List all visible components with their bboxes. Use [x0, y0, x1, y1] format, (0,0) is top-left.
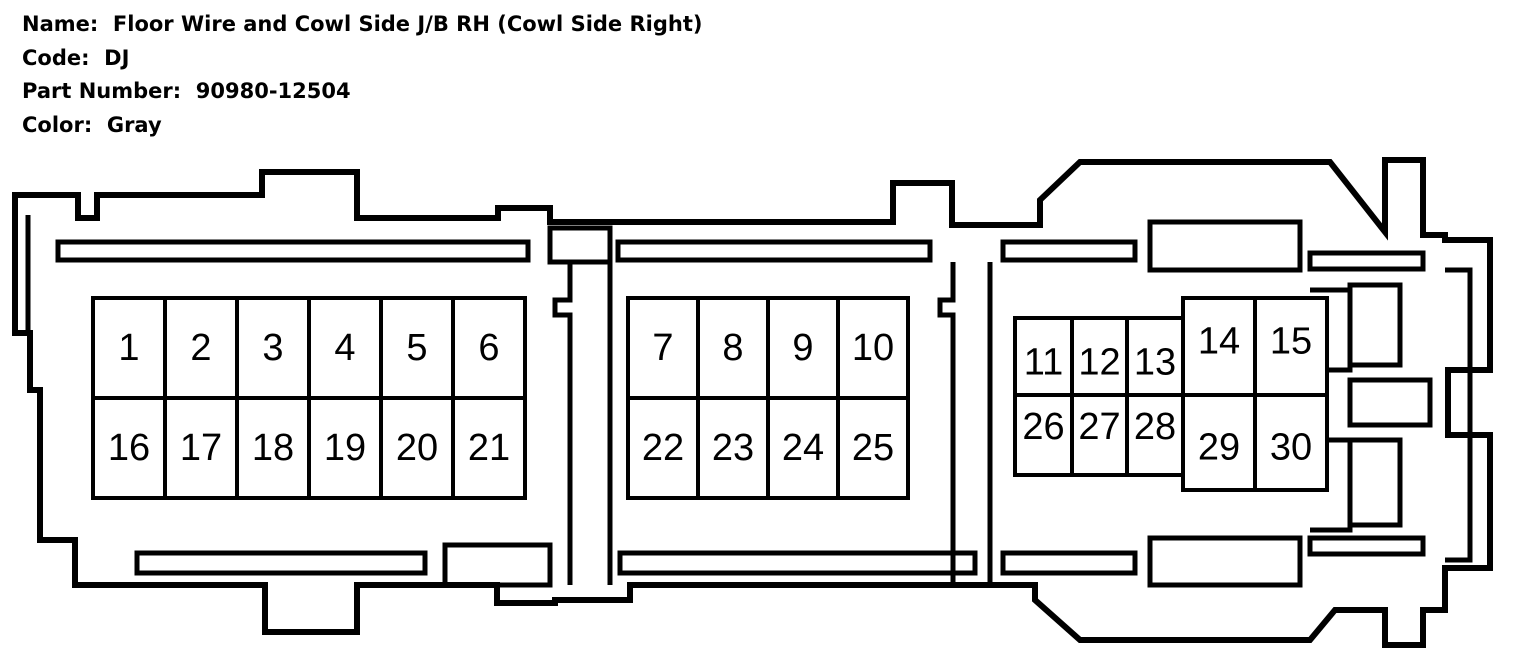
pin-number: 11	[1024, 342, 1063, 384]
rail-bottom-middle	[617, 550, 978, 576]
pin-number: 13	[1134, 342, 1176, 384]
pin-cavity-22: 22	[626, 396, 700, 500]
pin-cavity-23: 23	[696, 396, 770, 500]
pin-number: 20	[396, 427, 438, 469]
pin-cavity-13: 13	[1125, 316, 1185, 397]
pin-cavity-19: 19	[307, 396, 383, 500]
pin-number: 19	[324, 427, 366, 469]
pin-number: 4	[334, 327, 355, 369]
pin-cavity-11: 11	[1013, 316, 1074, 397]
pin-cavity-9: 9	[766, 296, 840, 400]
connector-info: Name: Floor Wire and Cowl Side J/B RH (C…	[22, 8, 702, 142]
name-row: Name: Floor Wire and Cowl Side J/B RH (C…	[22, 8, 702, 42]
pin-box	[836, 296, 910, 400]
pin-cavity-5: 5	[379, 296, 455, 400]
pin-cavity-7: 7	[626, 296, 700, 400]
pin-cavity-28: 28	[1125, 393, 1185, 477]
pin-number: 7	[652, 327, 673, 369]
name-label: Name:	[22, 12, 99, 36]
rail-bottom-left	[134, 550, 428, 576]
pin-box	[1125, 393, 1185, 477]
pin-number: 1	[118, 327, 139, 369]
pin-number: 8	[722, 327, 743, 369]
pin-cavity-20: 20	[379, 396, 455, 500]
pin-cavity-4: 4	[307, 296, 383, 400]
connector-outline	[12, 157, 1493, 648]
pin-number: 16	[108, 427, 150, 469]
rail-top-far-right	[1307, 250, 1426, 272]
pin-number: 17	[180, 427, 222, 469]
pin-cavity-1: 1	[91, 296, 167, 400]
pin-cavity-16: 16	[91, 396, 167, 500]
color-row: Color: Gray	[22, 109, 702, 143]
pin-cavity-10: 10	[836, 296, 910, 400]
code-row: Code: DJ	[22, 42, 702, 76]
rail-bottom-far-right	[1307, 535, 1426, 557]
pin-box	[626, 396, 700, 500]
pin-box	[451, 396, 527, 500]
color-value: Gray	[106, 112, 162, 137]
pin-number: 27	[1078, 406, 1120, 448]
pin-cavity-29: 29	[1181, 393, 1257, 492]
pin-number: 9	[792, 327, 813, 369]
pin-number: 28	[1134, 406, 1176, 448]
pin-box	[1253, 296, 1329, 397]
pin-cavity-30: 30	[1253, 393, 1329, 492]
code-value: DJ	[104, 45, 130, 70]
part-number-row: Part Number: 90980-12504	[22, 75, 702, 109]
pin-number: 10	[852, 327, 894, 369]
pin-cavity-24: 24	[766, 396, 840, 500]
color-label: Color:	[22, 112, 93, 137]
pin-box	[696, 396, 770, 500]
part-number-label: Part Number:	[22, 79, 182, 103]
pin-number: 30	[1270, 427, 1312, 469]
pin-number: 21	[468, 427, 510, 469]
name-value: Floor Wire and Cowl Side J/B RH (Cowl Si…	[112, 12, 703, 36]
pin-number: 22	[642, 427, 684, 469]
pin-box	[163, 296, 239, 400]
pin-box	[836, 396, 910, 500]
pin-number: 2	[190, 327, 211, 369]
rail-bottom-right	[1000, 550, 1138, 576]
pin-cavity-8: 8	[696, 296, 770, 400]
pin-cavity-12: 12	[1070, 316, 1129, 397]
pin-cavity-21: 21	[451, 396, 527, 500]
pin-cavity-3: 3	[235, 296, 311, 400]
pin-box	[1253, 393, 1329, 492]
pin-box	[379, 396, 455, 500]
pin-number: 5	[406, 327, 427, 369]
pin-cavity-18: 18	[235, 396, 311, 500]
latch-rails	[55, 239, 1426, 576]
pin-cavity-14: 14	[1181, 296, 1257, 397]
pin-cavity-17: 17	[163, 396, 239, 500]
pin-cavity-27: 27	[1070, 393, 1129, 477]
pin-cavity-25: 25	[836, 396, 910, 500]
pin-number: 24	[782, 427, 824, 469]
pin-box	[91, 396, 167, 500]
pin-number: 6	[478, 327, 499, 369]
pin-cavity-15: 15	[1253, 296, 1329, 397]
rail-top-right	[1000, 239, 1138, 263]
code-label: Code:	[22, 45, 90, 70]
pin-number: 23	[712, 427, 754, 469]
pin-number: 15	[1270, 321, 1312, 363]
rail-top-left	[55, 239, 531, 263]
pin-number: 29	[1198, 427, 1240, 469]
pin-number: 25	[852, 427, 894, 469]
pin-cavity-26: 26	[1013, 393, 1074, 477]
pin-number: 3	[262, 327, 283, 369]
pin-cavity-6: 6	[451, 296, 527, 400]
pin-number: 12	[1078, 342, 1120, 384]
pin-box	[235, 396, 311, 500]
pin-number: 26	[1022, 406, 1064, 448]
part-number-value: 90980-12504	[195, 79, 351, 103]
pin-number: 14	[1198, 321, 1240, 363]
pin-cavity-2: 2	[163, 296, 239, 400]
pin-box	[163, 396, 239, 500]
rail-top-middle	[615, 239, 933, 263]
pin-number: 18	[252, 427, 294, 469]
